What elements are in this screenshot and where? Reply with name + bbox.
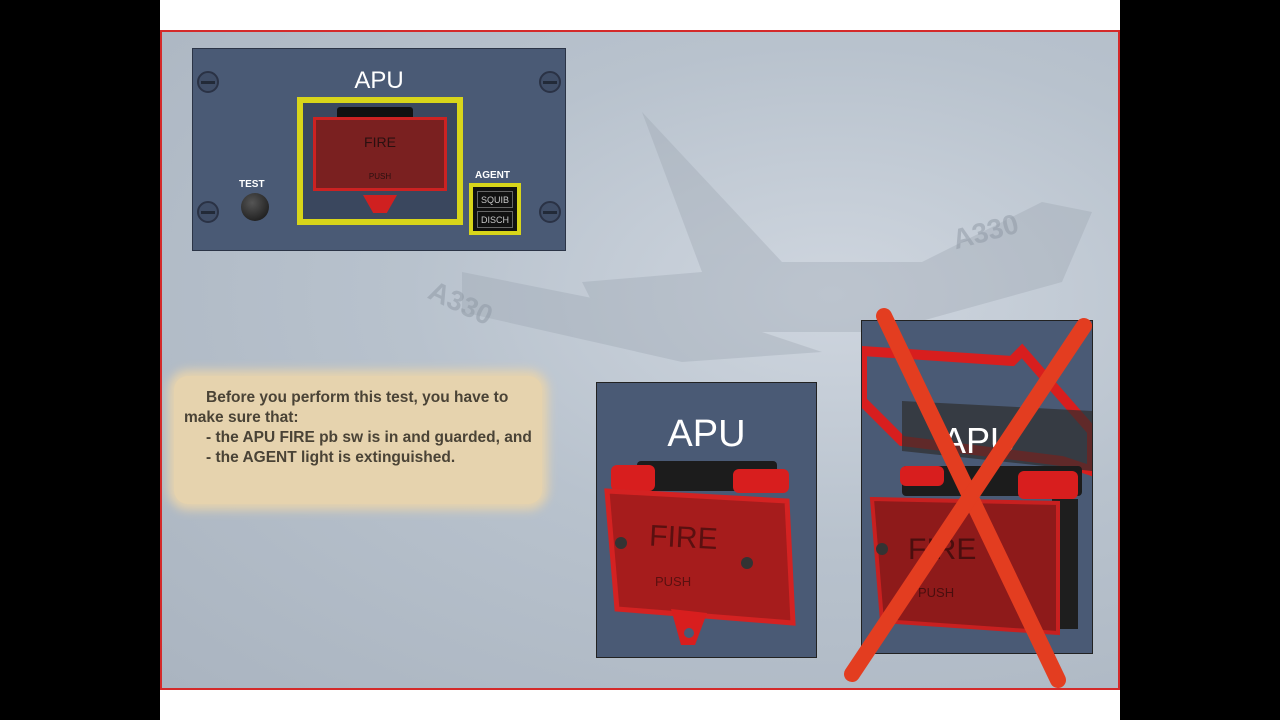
instruction-note: Before you perform this test, you have t… — [174, 376, 542, 504]
note-line-3: - the AGENT light is extinguished. — [206, 449, 456, 466]
panel-title: APU — [354, 67, 404, 94]
note-line-2: - the APU FIRE pb sw is in and guarded, … — [206, 429, 532, 446]
wrong-push-text: PUSH — [918, 585, 954, 600]
correct-push-text: PUSH — [655, 574, 691, 589]
apu-fire-button[interactable]: FIRE PUSH — [313, 117, 447, 191]
test-label: TEST — [239, 179, 265, 190]
fire-label: FIRE — [364, 134, 396, 150]
disch-indicator: DISCH — [477, 211, 513, 228]
agent-label: AGENT — [475, 170, 510, 181]
note-line-1: Before you perform this test, you have t… — [184, 389, 509, 426]
fire-button-guard[interactable]: FIRE PUSH — [297, 97, 463, 225]
apu-fire-panel: APU FIRE PUSH TEST AGENT SQUIB DISCH — [192, 48, 566, 251]
guard-tab — [363, 195, 397, 213]
slide-frame: A330 A330 APU FIRE PUSH TEST AGENT SQUIB… — [160, 30, 1120, 690]
push-label: PUSH — [368, 172, 392, 181]
screw-icon — [197, 71, 219, 93]
guarded-button-illustration: FIRE PUSH — [604, 461, 796, 645]
screw-icon — [197, 201, 219, 223]
squib-indicator: SQUIB — [477, 191, 513, 208]
correct-guarded-image: APU FIRE PUSH — [596, 382, 817, 658]
agent-button[interactable]: SQUIB DISCH — [469, 183, 521, 235]
image-title: APU — [667, 413, 746, 455]
test-button[interactable] — [241, 193, 269, 221]
incorrect-cross-icon — [844, 308, 1092, 688]
aircraft-watermark: A330 A330 — [424, 112, 1092, 362]
correct-fire-text: FIRE — [648, 520, 718, 557]
screw-icon — [539, 201, 561, 223]
screw-icon — [539, 71, 561, 93]
